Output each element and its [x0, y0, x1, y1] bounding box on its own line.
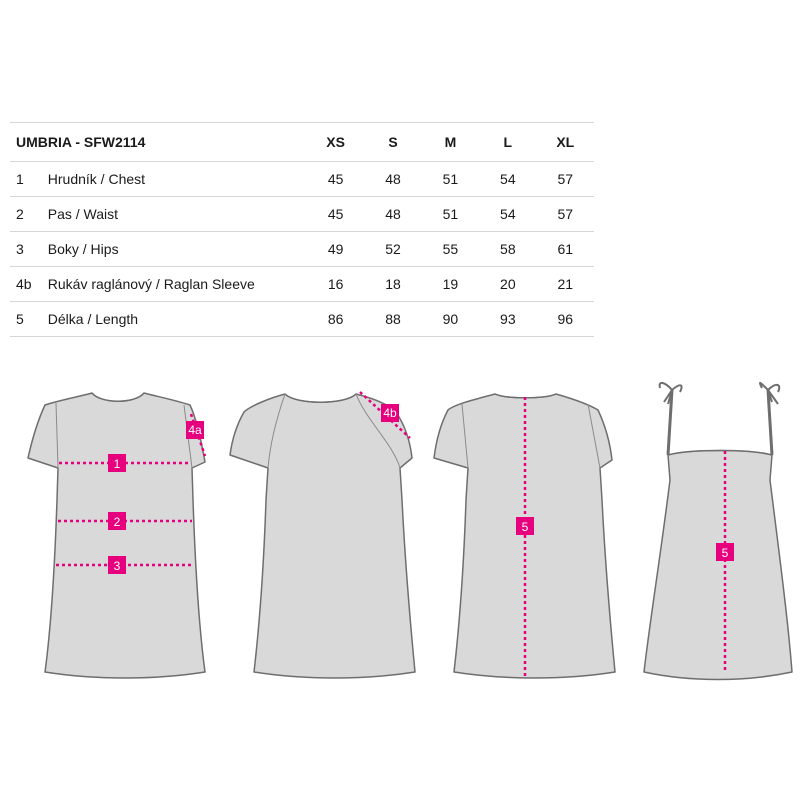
right-bow-icon [759, 382, 781, 405]
strap-left [666, 389, 674, 456]
row-label: Hrudník / Chest [47, 161, 307, 197]
cell-value: 58 [479, 231, 537, 267]
cell-value: 54 [479, 161, 537, 197]
cell-value: 49 [306, 231, 365, 267]
length-back-marker-label: 5 [522, 520, 529, 534]
sleeve-b-marker-label: 4b [383, 406, 397, 420]
cell-value: 21 [536, 266, 594, 302]
size-chart-table: UMBRIA - SFW2114 XS S M L XL 1 Hrudník /… [10, 122, 594, 337]
cell-value: 55 [421, 231, 480, 267]
cell-value: 45 [306, 161, 365, 197]
waist-marker [108, 512, 126, 530]
hips-marker [108, 556, 126, 574]
cell-value: 57 [536, 161, 594, 197]
waist-marker-label: 2 [114, 515, 121, 529]
sleeve-a-marker-label: 4a [188, 423, 202, 437]
product-name: UMBRIA - SFW2114 [10, 122, 307, 162]
sleeve-b-measure-line [359, 391, 411, 439]
table-row: 4b Rukáv raglánový / Raglan Sleeve 16 18… [10, 266, 594, 302]
cell-value: 48 [364, 161, 422, 197]
cell-value: 93 [479, 301, 537, 337]
table-row: 1 Hrudník / Chest 45 48 51 54 57 [10, 161, 594, 197]
sleeve-b-marker [381, 404, 399, 422]
row-number: 2 [10, 196, 48, 232]
cell-value: 51 [421, 196, 480, 232]
cell-value: 16 [306, 266, 365, 302]
cell-value: 48 [364, 196, 422, 232]
size-header-l: L [479, 122, 537, 162]
length-strap-marker-label: 5 [722, 546, 729, 560]
cell-value: 20 [479, 266, 537, 302]
table-row: 2 Pas / Waist 45 48 51 54 57 [10, 196, 594, 232]
length-strap-marker [716, 543, 734, 561]
chest-marker [108, 454, 126, 472]
cell-value: 57 [536, 196, 594, 232]
dress-front-diagram: 1 2 3 4a [27, 392, 207, 679]
row-label: Rukáv raglánový / Raglan Sleeve [47, 266, 307, 302]
cell-value: 90 [421, 301, 480, 337]
cell-value: 96 [536, 301, 594, 337]
row-number: 1 [10, 161, 48, 197]
cell-value: 54 [479, 196, 537, 232]
row-number: 4b [10, 266, 48, 302]
table-row: 5 Délka / Length 86 88 90 93 96 [10, 301, 594, 337]
dress-back-diagram: 5 [433, 393, 616, 679]
size-header-xl: XL [536, 122, 594, 162]
dress-strap-outline [643, 449, 793, 681]
row-number: 5 [10, 301, 48, 337]
cell-value: 45 [306, 196, 365, 232]
cell-value: 19 [421, 266, 480, 302]
length-back-marker [516, 517, 534, 535]
size-header-m: M [421, 122, 480, 162]
garment-diagrams: 1 2 3 4a 4b 5 5 [27, 382, 793, 681]
cell-value: 51 [421, 161, 480, 197]
strap-right [766, 389, 774, 456]
left-bow-icon [658, 382, 683, 405]
sleeve-a-marker [186, 421, 204, 439]
dress-strap-diagram: 5 [643, 382, 793, 681]
cell-value: 86 [306, 301, 365, 337]
row-label: Délka / Length [47, 301, 307, 337]
cell-value: 52 [364, 231, 422, 267]
hips-marker-label: 3 [114, 559, 121, 573]
dress-front-outline [27, 392, 206, 679]
dress-raglan-diagram: 4b [229, 391, 416, 679]
table-row: 3 Boky / Hips 49 52 55 58 61 [10, 231, 594, 267]
size-header-s: S [364, 122, 422, 162]
chest-marker-label: 1 [114, 457, 121, 471]
cell-value: 61 [536, 231, 594, 267]
row-label: Boky / Hips [47, 231, 307, 267]
row-label: Pas / Waist [47, 196, 307, 232]
cell-value: 18 [364, 266, 422, 302]
size-header-xs: XS [306, 122, 365, 162]
cell-value: 88 [364, 301, 422, 337]
dress-raglan-outline [229, 393, 416, 679]
table-header-row: UMBRIA - SFW2114 XS S M L XL [10, 122, 594, 162]
row-number: 3 [10, 231, 48, 267]
